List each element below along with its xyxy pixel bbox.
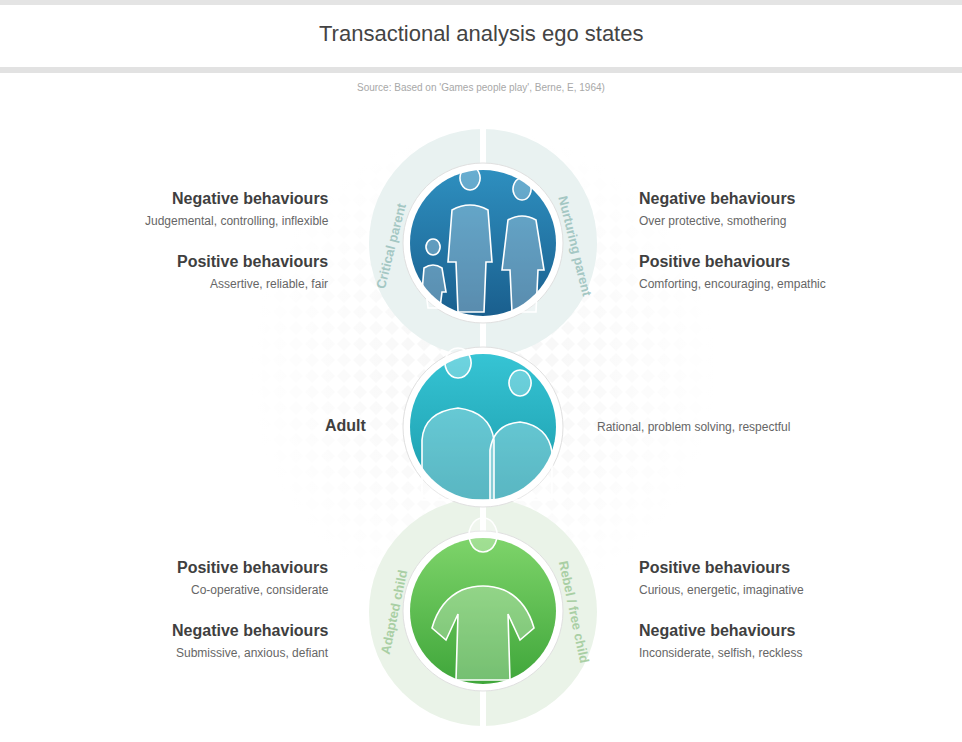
behaviour-list: Judgemental, controlling, inflexible [145,214,328,228]
behaviour-heading: Negative behaviours [172,622,329,640]
adult-figure [422,348,552,500]
top-bar [0,0,962,5]
adult-circle [410,354,556,500]
behaviour-heading: Positive behaviours [177,253,328,271]
parent-circle [410,170,556,316]
parent-band [369,129,597,357]
ego-state-name: Adult [325,417,366,435]
child-circle [410,538,556,684]
behaviour-list: Curious, energetic, imaginative [639,583,804,597]
circle-ring [403,163,563,323]
behaviour-heading: Positive behaviours [177,559,328,577]
family-figure [422,166,544,312]
behaviour-list: Rational, problem solving, respectful [597,420,790,434]
behaviour-heading: Negative behaviours [639,622,796,640]
behaviour-list: Co-operative, considerate [191,583,328,597]
behaviour-heading: Positive behaviours [639,253,790,271]
behaviour-heading: Positive behaviours [639,559,790,577]
behaviour-list: Comforting, encouraging, empathic [639,277,826,291]
header-rule [0,67,962,73]
behaviour-heading: Negative behaviours [639,190,796,208]
circle-ring [403,347,563,507]
behaviour-list: Inconsiderate, selfish, reckless [639,646,802,660]
circle-ring [403,531,563,691]
diagram-title: Transactional analysis ego states [319,21,643,47]
behaviour-list: Over protective, smothering [639,214,786,228]
behaviour-list: Submissive, anxious, defiant [176,646,328,660]
source-note: Source: Based on 'Games people play', Be… [357,82,605,93]
behaviour-heading: Negative behaviours [172,190,329,208]
child-figure [432,518,534,680]
behaviour-list: Assertive, reliable, fair [210,277,328,291]
